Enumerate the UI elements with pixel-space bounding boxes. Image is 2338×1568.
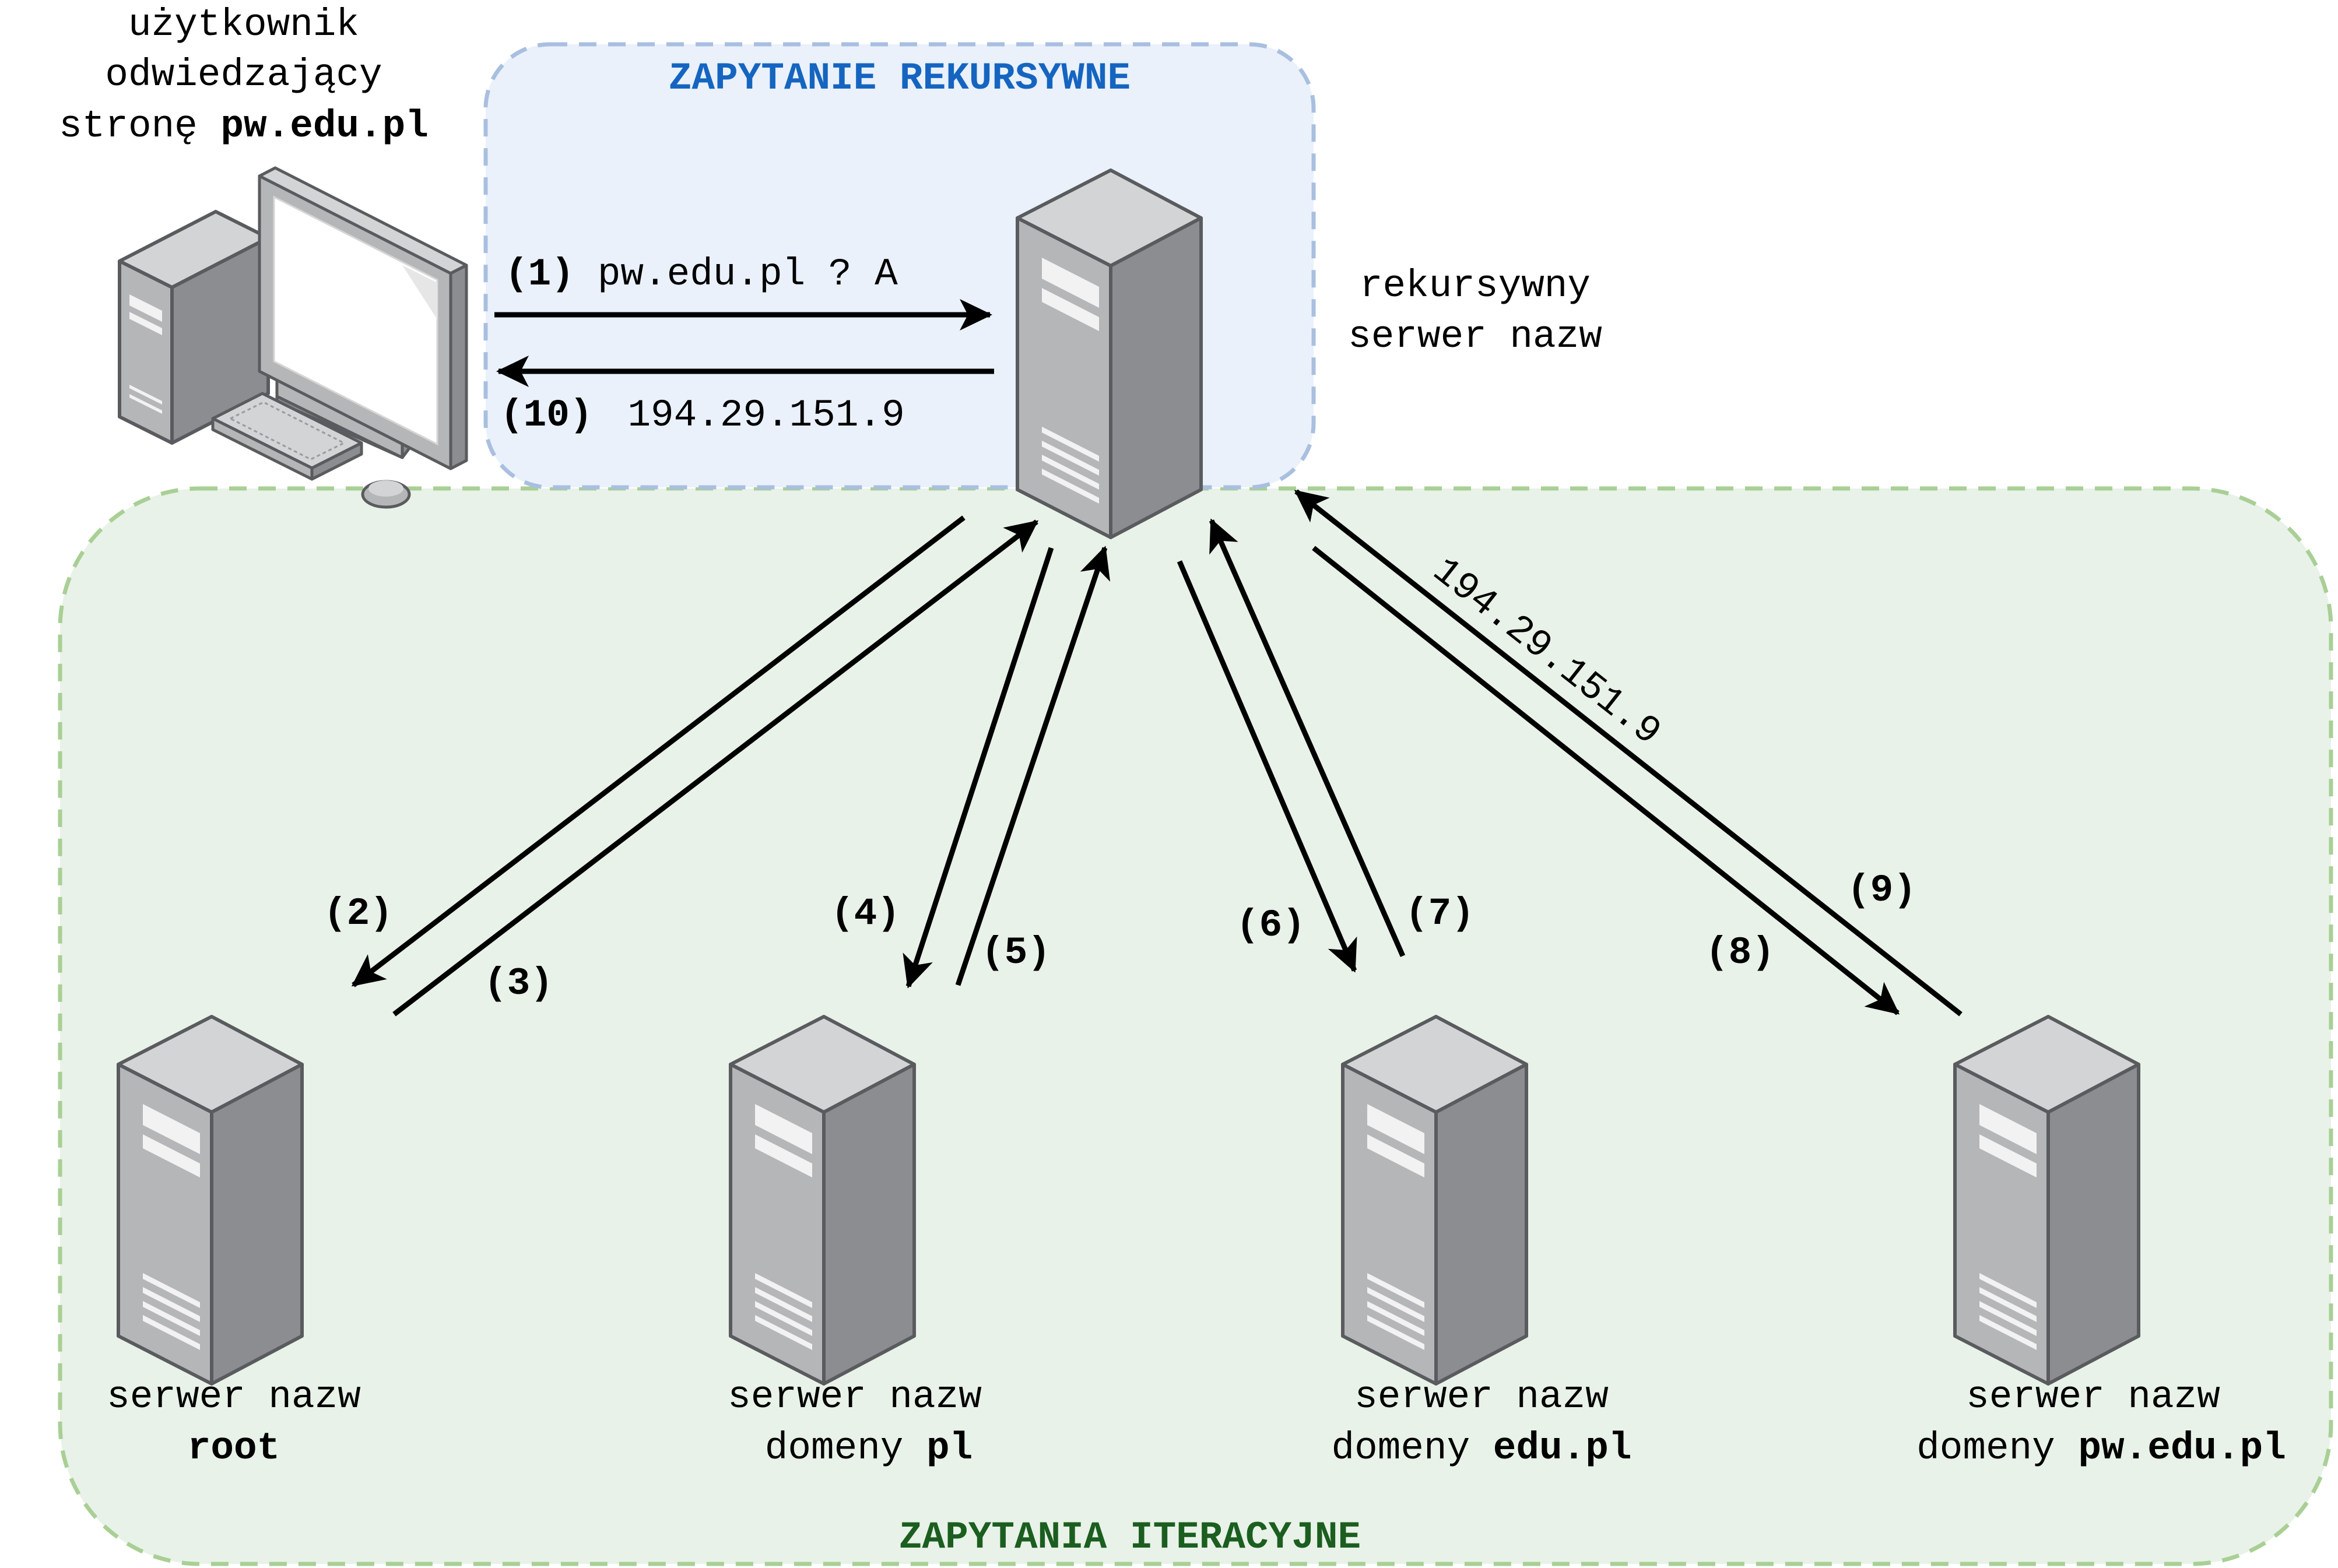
arrow-step-4 — [903, 547, 1054, 989]
step-5-label: (5) — [981, 931, 1051, 975]
resolver-label-line2: serwer nazw — [1348, 315, 1602, 358]
server-pw-edu-pl-label-line2: domeny pw.edu.pl — [1916, 1426, 2286, 1470]
server-root-label-line1: serwer nazw — [107, 1375, 361, 1419]
server-edu-pl-icon — [1343, 1017, 1526, 1384]
server-root-label-line2: root — [188, 1426, 280, 1470]
arrow-step-3 — [392, 519, 1039, 1017]
server-pl-label-line2: domeny pl — [765, 1426, 973, 1470]
desktop-computer-icon — [118, 166, 468, 509]
arrow-step-5 — [955, 546, 1111, 986]
step-6-label: (6) — [1236, 903, 1305, 947]
step-8-label: (8) — [1705, 931, 1775, 975]
step-1-label: (1)pw.edu.pl ? A — [505, 252, 898, 296]
iterative-zone-title: ZAPYTANIA ITERACYJNE — [899, 1516, 1361, 1559]
step-10-label: (10)194.29.151.9 — [500, 393, 905, 437]
user-label-line2: odwiedzający — [105, 53, 382, 97]
arrow-step-9 — [1294, 489, 1963, 1017]
server-pw-edu-pl-icon — [1955, 1017, 2139, 1384]
server-pl-label-line1: serwer nazw — [728, 1375, 982, 1419]
arrow-step-6 — [1177, 560, 1357, 973]
step-7-label: (7) — [1405, 892, 1475, 936]
step-9-label: (9) — [1847, 869, 1916, 912]
user-label-line1: użytkownik — [128, 3, 359, 47]
user-label-line3: stronę pw.edu.pl — [59, 104, 429, 148]
recursive-zone-title: ZAPYTANIE REKURSYWNE — [669, 57, 1131, 100]
server-pw-edu-pl-label-line1: serwer nazw — [1966, 1375, 2220, 1419]
step-3-label: (3) — [484, 962, 553, 1006]
arrow-step-2 — [351, 515, 966, 987]
server-edu-pl-label-line2: domeny edu.pl — [1332, 1426, 1632, 1470]
server-edu-pl-label-line1: serwer nazw — [1354, 1375, 1609, 1419]
step-4-label: (4) — [831, 892, 900, 936]
server-pl-icon — [731, 1017, 914, 1384]
resolver-label-line1: rekursywny — [1360, 264, 1591, 308]
arrow-step-7 — [1209, 518, 1406, 957]
resolver-server-icon — [1017, 170, 1201, 537]
step-2-label: (2) — [324, 892, 393, 936]
server-root-icon — [118, 1017, 302, 1384]
arrow-step-8 — [1312, 546, 1900, 1015]
